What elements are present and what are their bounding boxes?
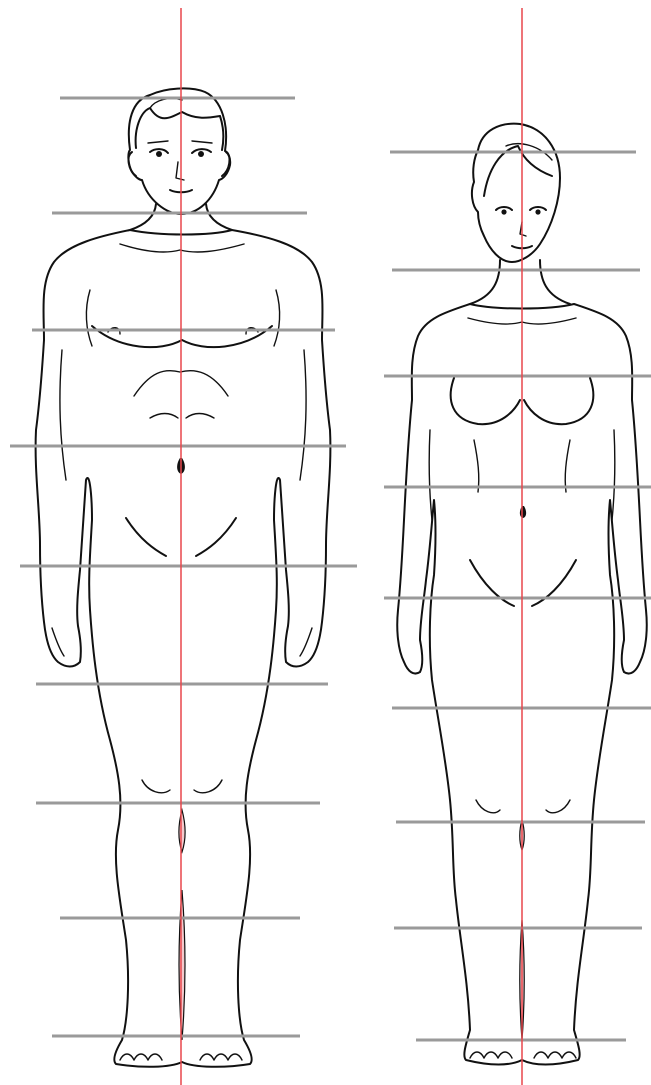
male-figure <box>36 88 331 1066</box>
male-body <box>36 88 331 1066</box>
